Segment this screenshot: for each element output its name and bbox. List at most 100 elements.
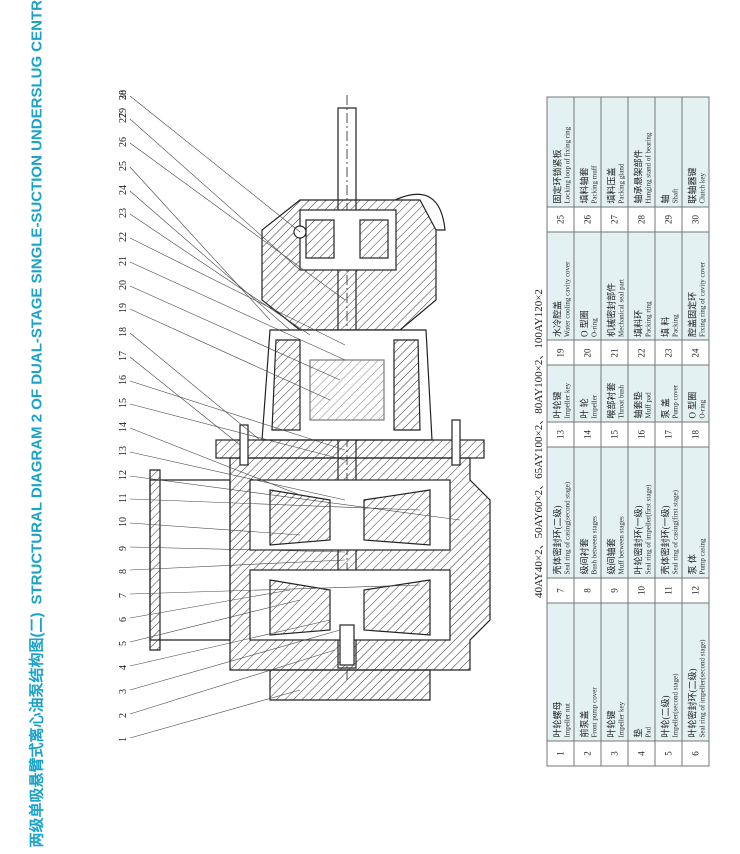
part-number: 19 [547, 340, 574, 366]
part-number: 13 [547, 422, 574, 448]
callout-17: 17 [118, 351, 129, 361]
part-number: 12 [682, 577, 709, 603]
part-number: 8 [574, 577, 601, 603]
part-number: 20 [574, 340, 601, 366]
part-number: 14 [574, 422, 601, 448]
part-name: 壳体密封环(一级)Seal ring of casing(first stage… [655, 447, 682, 578]
part-name: 叶轮密封环(一级)Seal ring of impeller(first sta… [628, 447, 655, 578]
callout-4: 4 [118, 665, 129, 670]
callout-29: 29 [118, 108, 129, 118]
part-number: 1 [547, 741, 574, 766]
callout-9: 9 [118, 546, 129, 551]
part-number: 7 [547, 577, 574, 603]
part-number: 26 [574, 207, 601, 232]
part-number: 15 [601, 422, 628, 448]
callout-19: 19 [118, 303, 129, 313]
callout-18: 18 [118, 327, 129, 337]
callout-15: 15 [118, 398, 129, 408]
part-number: 28 [628, 207, 655, 232]
callout-27: 27 [118, 113, 129, 123]
callout-7: 7 [118, 593, 129, 598]
pump-body [149, 95, 491, 701]
part-name: 叶轮密封环(二级)Seal ring of impeller(second st… [682, 602, 709, 741]
part-number: 11 [655, 577, 682, 603]
callout-20: 20 [118, 280, 129, 290]
part-number: 2 [574, 741, 601, 766]
part-number: 5 [655, 741, 682, 766]
callout-1: 1 [118, 737, 129, 742]
callout-28: 28 [118, 90, 129, 100]
callout-2: 2 [118, 713, 129, 718]
part-number: 23 [655, 340, 682, 366]
callout-16: 16 [118, 375, 129, 385]
part-name: 壳体密封环(二级)Seal ring of casing(second stag… [547, 447, 574, 578]
callout-14: 14 [118, 422, 129, 432]
part-number: 9 [601, 577, 628, 603]
callout-12: 12 [118, 470, 129, 480]
part-number: 17 [655, 422, 682, 448]
callout-24: 24 [118, 185, 129, 195]
callout-8: 8 [118, 569, 129, 574]
part-number: 25 [547, 207, 574, 232]
part-number: 27 [601, 207, 628, 232]
part-name: 叶轮(二级)Impeller(second stage) [655, 602, 682, 741]
callout-labels: 1 2 3 4 5 6 7 8 9 10 11 12 13 14 15 16 1… [118, 90, 129, 742]
callout-26: 26 [118, 137, 129, 147]
callout-25: 25 [118, 161, 129, 171]
part-number: 18 [682, 422, 709, 448]
part-number: 16 [628, 422, 655, 448]
part-number: 21 [601, 340, 628, 366]
callout-30: 30 [118, 90, 129, 100]
callout-3: 3 [118, 689, 129, 694]
model-list: 40AY40×2、50AY60×2、65AY100×2、80AY100×2、10… [533, 289, 545, 598]
leader-lines [129, 95, 461, 739]
table-row: 6 叶轮密封环(二级)Seal ring of impeller(second … [682, 97, 709, 766]
part-number: 30 [682, 207, 709, 232]
part-number: 22 [628, 340, 655, 366]
callout-13: 13 [118, 446, 129, 456]
part-number: 4 [628, 741, 655, 766]
callout-21: 21 [118, 256, 129, 266]
table-row: 5 叶轮(二级)Impeller(second stage) 11 壳体密封环(… [655, 97, 682, 766]
callout-22: 22 [118, 232, 129, 242]
callout-11: 11 [118, 493, 129, 503]
callout-23: 23 [118, 208, 129, 218]
callout-10: 10 [118, 517, 129, 527]
part-number: 29 [655, 207, 682, 232]
part-number: 3 [601, 741, 628, 766]
part-number: 10 [628, 577, 655, 603]
part-number: 24 [682, 340, 709, 366]
